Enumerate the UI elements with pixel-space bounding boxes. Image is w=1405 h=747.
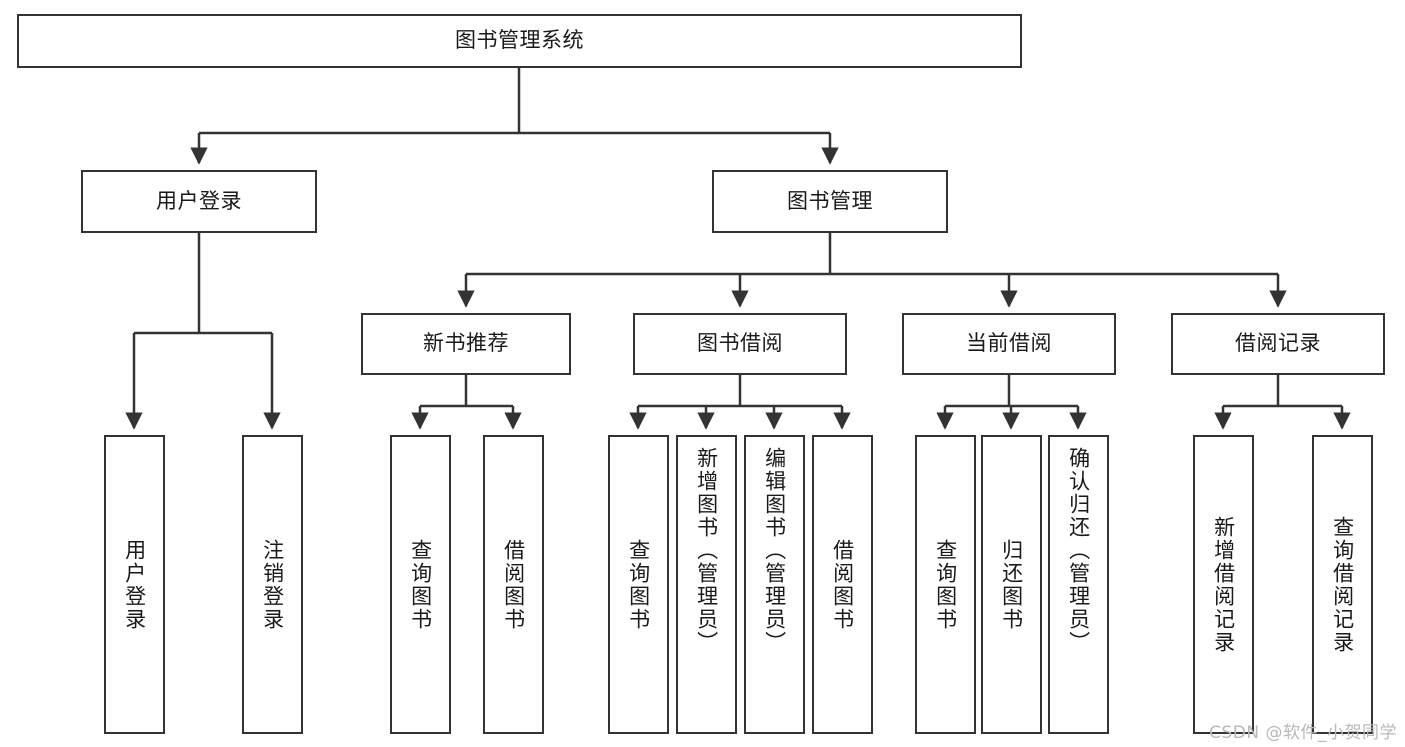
node-borrow-record[interactable]: 借阅记录 — [1171, 313, 1385, 375]
node-label: 用户登录 — [156, 188, 242, 213]
node-label: 图书借阅 — [697, 331, 783, 356]
leaf-book-borrow-query-book[interactable]: 查询图书 — [608, 435, 669, 734]
node-label: 图书管理系统 — [455, 28, 584, 53]
watermark-text: CSDN @软件_小贺同学 — [1209, 723, 1397, 743]
node-label: 编辑图书（管理员） — [762, 447, 787, 654]
node-label: 借阅图书 — [501, 538, 526, 631]
node-label: 当前借阅 — [966, 331, 1052, 356]
leaf-book-borrow-add-book-admin[interactable]: 新增图书（管理员） — [676, 435, 737, 734]
node-label: 新增图书（管理员） — [694, 447, 719, 654]
leaf-new-book-query-book[interactable]: 查询图书 — [390, 435, 451, 734]
node-label: 用户登录 — [122, 538, 147, 631]
leaf-user-login-login[interactable]: 用户登录 — [104, 435, 165, 734]
node-new-book-recommend[interactable]: 新书推荐 — [361, 313, 571, 375]
node-label: 确认归还（管理员） — [1066, 447, 1091, 654]
node-label: 借阅记录 — [1235, 331, 1321, 356]
leaf-current-borrow-return-book[interactable]: 归还图书 — [981, 435, 1042, 734]
leaf-user-login-logout[interactable]: 注销登录 — [242, 435, 303, 734]
node-label: 归还图书 — [999, 538, 1024, 631]
node-user-login[interactable]: 用户登录 — [81, 170, 317, 233]
leaf-new-book-borrow-book[interactable]: 借阅图书 — [483, 435, 544, 734]
node-label: 借阅图书 — [830, 538, 855, 631]
leaf-book-borrow-edit-book-admin[interactable]: 编辑图书（管理员） — [744, 435, 805, 734]
node-label: 注销登录 — [260, 538, 285, 631]
node-current-borrow[interactable]: 当前借阅 — [902, 313, 1116, 375]
leaf-current-borrow-confirm-return-admin[interactable]: 确认归还（管理员） — [1048, 435, 1109, 734]
node-label: 查询借阅记录 — [1330, 515, 1355, 654]
node-label: 新书推荐 — [423, 331, 509, 356]
leaf-borrow-record-query-record[interactable]: 查询借阅记录 — [1312, 435, 1373, 734]
node-book-borrow[interactable]: 图书借阅 — [633, 313, 847, 375]
node-book-management[interactable]: 图书管理 — [712, 170, 948, 233]
leaf-current-borrow-query-book[interactable]: 查询图书 — [915, 435, 976, 734]
node-label: 查询图书 — [408, 538, 433, 631]
leaf-book-borrow-borrow-book[interactable]: 借阅图书 — [812, 435, 873, 734]
node-label: 图书管理 — [787, 188, 873, 213]
node-label: 新增借阅记录 — [1211, 515, 1236, 654]
node-label: 查询图书 — [626, 538, 651, 631]
leaf-borrow-record-add-record[interactable]: 新增借阅记录 — [1193, 435, 1254, 734]
node-label: 查询图书 — [933, 538, 958, 631]
node-root-book-management-system[interactable]: 图书管理系统 — [17, 14, 1022, 68]
